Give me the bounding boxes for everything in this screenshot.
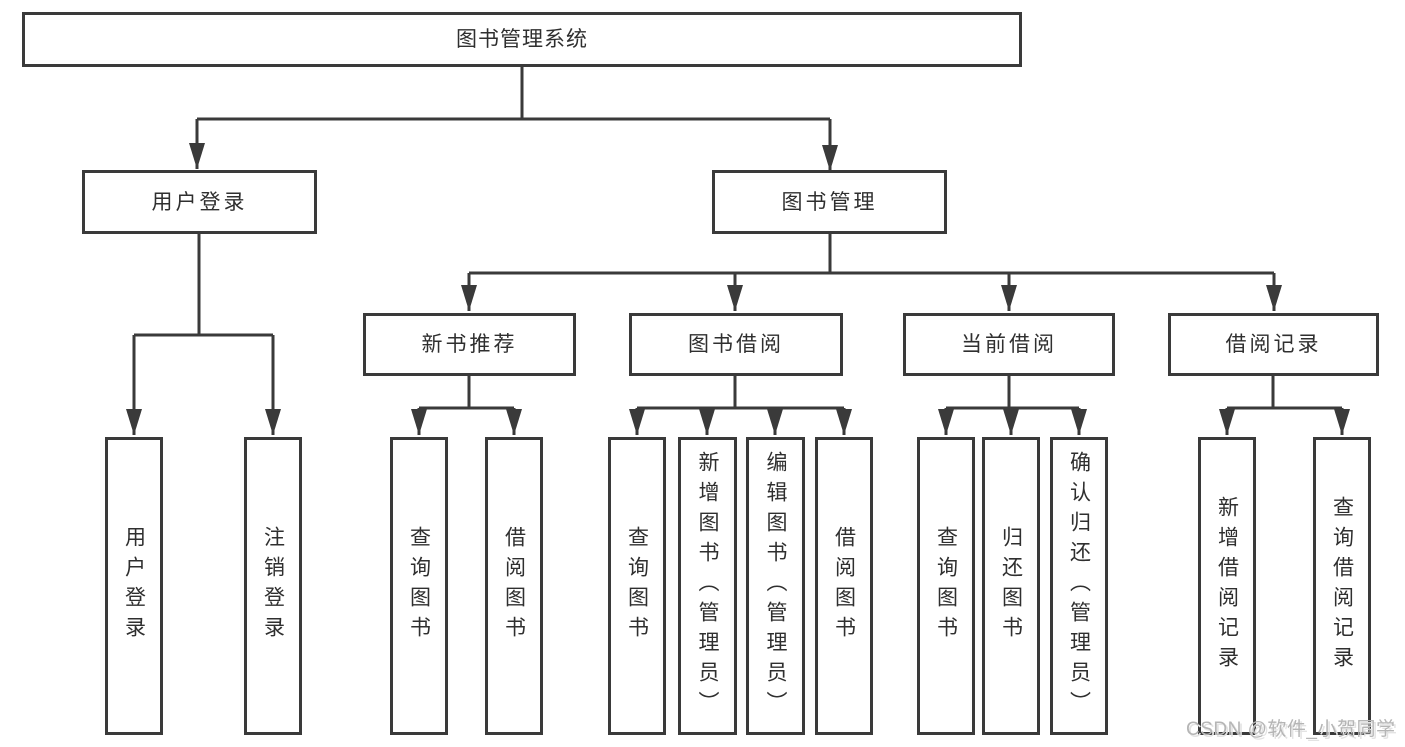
leaf-borrowing-borrow-book: 借阅图书 [815,437,873,735]
leaf-current-query-book: 查询图书 [917,437,975,735]
leaf-label: 新增借阅记录 [1215,496,1239,676]
leaf-newbook-query-book: 查询图书 [390,437,448,735]
leaf-newbook-borrow-book: 借阅图书 [485,437,543,735]
leaf-label: 查询图书 [625,526,649,646]
leaf-current-return-book: 归还图书 [982,437,1040,735]
leaf-label: 确认归还（管理员） [1067,451,1091,721]
leaf-label: 归还图书 [999,526,1023,646]
node-label: 图书管理 [781,190,878,214]
node-borrowing-records: 借阅记录 [1168,313,1379,376]
leaf-records-query-record: 查询借阅记录 [1313,437,1371,735]
leaf-borrowing-add-book-admin: 新增图书（管理员） [678,437,737,735]
node-label: 图书借阅 [688,333,784,356]
leaf-label: 编辑图书（管理员） [764,451,787,721]
node-label: 借阅记录 [1225,333,1322,356]
leaf-label: 新增图书（管理员） [696,451,719,721]
node-book-borrowing: 图书借阅 [629,313,843,376]
node-label: 图书管理系统 [456,28,588,51]
node-label: 当前借阅 [961,333,1057,356]
connector-arrows [126,119,1350,435]
node-label: 新书推荐 [421,333,518,356]
leaf-label: 注销登录 [261,526,285,646]
leaf-label: 借阅图书 [832,526,856,646]
node-user-login: 用户登录 [82,170,317,234]
leaf-label: 用户登录 [122,526,146,646]
leaf-current-confirm-return-admin: 确认归还（管理员） [1050,437,1108,735]
leaf-logout: 注销登录 [244,437,302,735]
leaf-label: 查询借阅记录 [1330,496,1354,676]
leaf-label: 查询图书 [407,526,431,646]
connector-bars [134,67,1342,410]
leaf-records-add-record: 新增借阅记录 [1198,437,1256,735]
node-current-borrowing: 当前借阅 [903,313,1115,376]
leaf-borrowing-query-book: 查询图书 [608,437,666,735]
node-book-management: 图书管理 [712,170,947,234]
node-label: 用户登录 [151,190,248,214]
leaf-borrowing-edit-book-admin: 编辑图书（管理员） [746,437,805,735]
leaf-label: 查询图书 [934,526,958,646]
node-library-system: 图书管理系统 [22,12,1022,67]
leaf-user-login: 用户登录 [105,437,163,735]
csdn-watermark: CSDN @软件_小贺同学 [1186,719,1396,740]
leaf-label: 借阅图书 [502,526,526,646]
node-new-book-recommend: 新书推荐 [363,313,576,376]
